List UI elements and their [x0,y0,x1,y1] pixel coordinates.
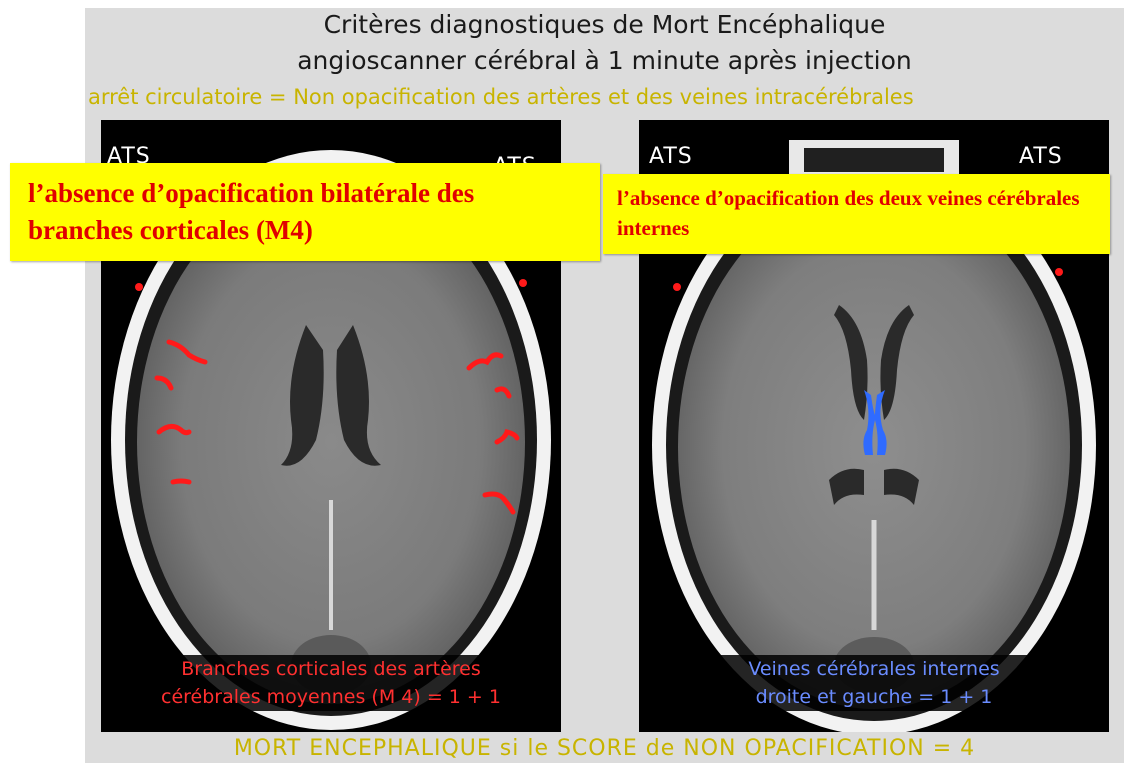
m4-mark-right-3 [494,429,520,445]
internal-cerebral-veins [863,390,887,455]
ct-scan-left-image [101,120,561,732]
m4-mark-left-1 [166,339,208,365]
m4-mark-right-1 [466,352,504,371]
m4-mark-right-2 [494,386,512,399]
brain-tissue [678,185,1070,709]
caption-cortical-branches: Branches corticales des artères cérébral… [111,655,551,711]
slide-title-line-1: Critères diagnostiques de Mort Encéphali… [323,10,886,39]
caption-line: Veines cérébrales internes [748,658,1000,680]
callout-internal-veins: l’absence d’opacification des deux veine… [603,174,1110,254]
m4-mark-left-4 [170,478,192,485]
ats-label-left: ATS [649,144,693,169]
ventricle-right [336,325,381,466]
brain-tissue [137,180,525,704]
ventricle-left [834,305,868,420]
footer-score-note: MORT ENCEPHALIQUE si le SCORE de NON OPA… [233,736,976,761]
caption-internal-veins: Veines cérébrales internes droite et gau… [654,655,1094,711]
ats-label-right: ATS [1019,144,1063,169]
slide-subtitle: arrêt circulatoire = Non opacification d… [88,85,914,109]
callout-cortical-branches: l’absence d’opacification bilatérale des… [10,163,600,261]
caption-line: cérébrales moyennes (M 4) = 1 + 1 [161,686,501,708]
m4-mark-right-4 [482,491,516,515]
caption-line: droite et gauche = 1 + 1 [755,686,993,708]
ventricle-left [281,325,324,466]
ventricle-right [880,305,914,420]
slide-title-line-2: angioscanner cérébral à 1 minute après i… [297,46,912,75]
m4-mark-left-2 [154,375,174,391]
caption-line: Branches corticales des artères [181,658,481,680]
m4-mark-left-3 [156,424,192,436]
